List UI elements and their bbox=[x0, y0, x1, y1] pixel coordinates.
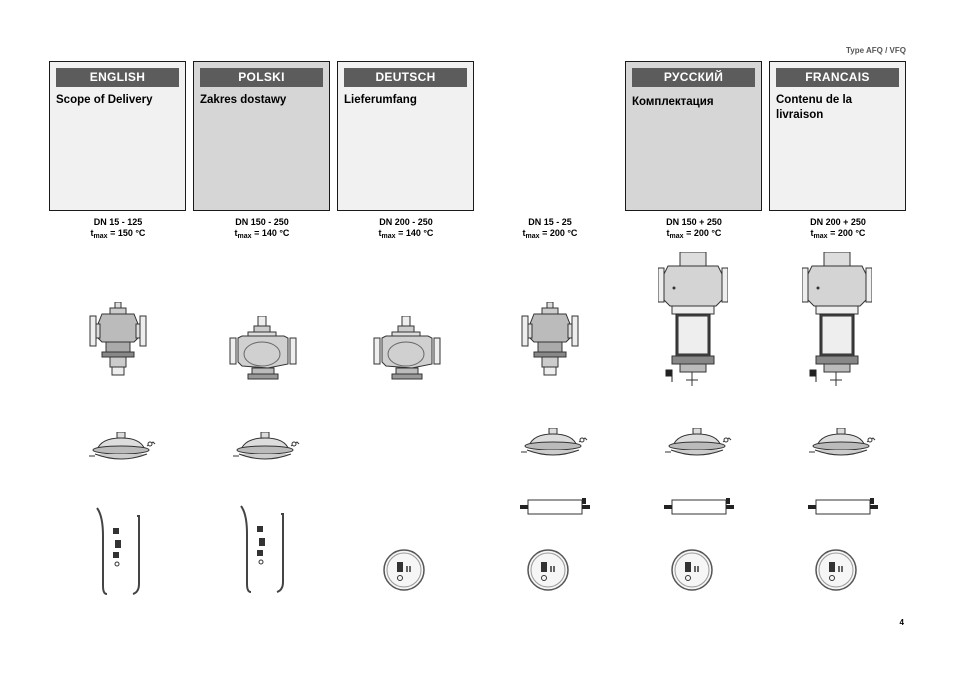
language-header: POLSKI bbox=[200, 68, 323, 87]
sealing-pot-icon bbox=[808, 496, 878, 518]
language-box-francais: FRANCAIS Contenu de la livraison bbox=[769, 61, 906, 211]
tmax-line: tmax = 140 °C bbox=[378, 228, 434, 240]
language-box-english: ENGLISH Scope of Delivery bbox=[49, 61, 186, 211]
dn-range: DN 150 - 250 bbox=[235, 217, 289, 227]
language-box-russian: РУССКИЙ Комплектация bbox=[625, 61, 762, 211]
dn-range: DN 200 - 250 bbox=[379, 217, 433, 227]
dn-range: DN 200 + 250 bbox=[810, 217, 866, 227]
large-valve-icon bbox=[372, 316, 442, 386]
tmax-line: tmax = 200 °C bbox=[666, 228, 722, 240]
dn-range: DN 150 + 250 bbox=[666, 217, 722, 227]
large-valve-icon bbox=[228, 316, 298, 386]
tall-valve-with-cooler-icon bbox=[802, 252, 872, 392]
language-header: РУССКИЙ bbox=[632, 68, 755, 87]
diaphragm-actuator-icon bbox=[807, 428, 877, 464]
tmax-line: tmax = 140 °C bbox=[234, 228, 290, 240]
small-flanged-valve-icon bbox=[88, 302, 148, 387]
coiled-tube-kit-icon bbox=[523, 548, 573, 592]
impulse-tube-kit-icon bbox=[93, 506, 143, 596]
spec-column-6: DN 200 + 250 tmax = 200 °C bbox=[768, 217, 908, 240]
scope-title: Contenu de la livraison bbox=[776, 94, 853, 121]
page-number: 4 bbox=[899, 618, 904, 627]
spec-column-3: DN 200 - 250 tmax = 140 °C bbox=[336, 217, 476, 240]
scope-title: Scope of Delivery bbox=[56, 94, 153, 106]
diaphragm-actuator-icon bbox=[663, 428, 733, 464]
tmax-line: tmax = 150 °C bbox=[90, 228, 146, 240]
scope-title: Zakres dostawy bbox=[200, 94, 287, 106]
spec-column-4: DN 15 - 25 tmax = 200 °C bbox=[480, 217, 620, 240]
scope-title: Комплектация bbox=[632, 96, 714, 108]
dn-range: DN 15 - 25 bbox=[528, 217, 572, 227]
sealing-pot-icon bbox=[520, 496, 590, 518]
spec-column-1: DN 15 - 125 tmax = 150 °C bbox=[48, 217, 188, 240]
coiled-tube-kit-icon bbox=[667, 548, 717, 592]
language-box-deutsch: DEUTSCH Lieferumfang bbox=[337, 61, 474, 211]
tmax-line: tmax = 200 °C bbox=[522, 228, 578, 240]
sealing-pot-icon bbox=[664, 496, 734, 518]
coiled-tube-kit-icon bbox=[811, 548, 861, 592]
tmax-line: tmax = 200 °C bbox=[810, 228, 866, 240]
dn-range: DN 15 - 125 bbox=[93, 217, 143, 227]
spec-column-5: DN 150 + 250 tmax = 200 °C bbox=[624, 217, 764, 240]
diaphragm-actuator-icon bbox=[87, 432, 157, 468]
language-header: DEUTSCH bbox=[344, 68, 467, 87]
small-flanged-valve-icon bbox=[520, 302, 580, 387]
type-label: Type AFQ / VFQ bbox=[845, 46, 906, 55]
tall-valve-with-cooler-icon bbox=[658, 252, 728, 392]
scope-title: Lieferumfang bbox=[344, 94, 417, 106]
coiled-tube-kit-icon bbox=[379, 548, 429, 592]
diaphragm-actuator-icon bbox=[231, 432, 301, 468]
language-header: FRANCAIS bbox=[776, 68, 899, 87]
language-box-polski: POLSKI Zakres dostawy bbox=[193, 61, 330, 211]
impulse-tube-kit-icon bbox=[237, 504, 287, 594]
diaphragm-actuator-icon bbox=[519, 428, 589, 464]
language-header: ENGLISH bbox=[56, 68, 179, 87]
spec-column-2: DN 150 - 250 tmax = 140 °C bbox=[192, 217, 332, 240]
